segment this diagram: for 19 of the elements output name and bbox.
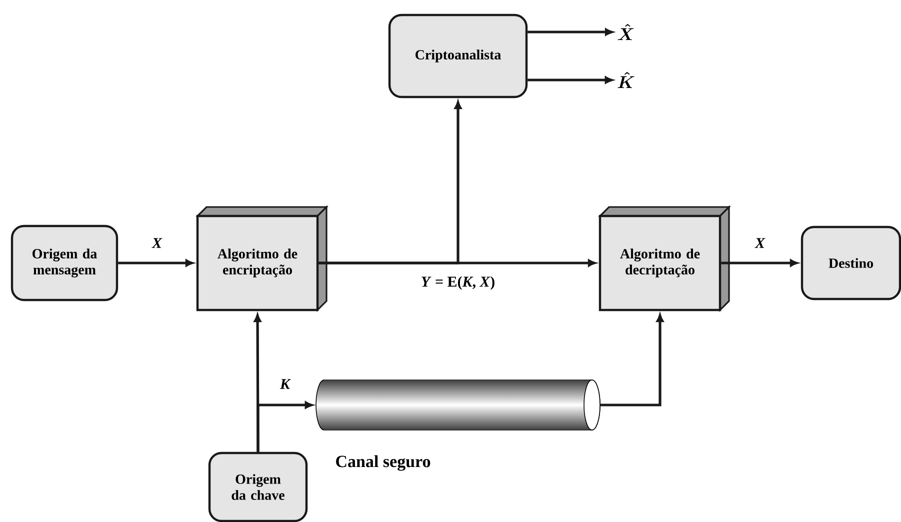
arrow [256,401,313,452]
edge-label: X [151,237,163,249]
edge-label: X [754,237,766,249]
arrow [118,259,194,267]
arrow [721,259,798,267]
process-box: Criptoanalista [388,14,528,98]
source-box: Origem da chave [208,452,308,522]
destination-box: Destino [800,226,901,300]
arrow [528,28,613,36]
arrow [318,101,462,264]
edge-label: K [279,378,291,390]
channel-cylinder [316,380,600,430]
edge-label: Y = E(K, X) [420,275,496,291]
channel-caption: Canal seguro [336,455,430,471]
source-box: Origem da mensagem [10,224,118,302]
output-symbol: $\hat{K}$ [618,72,634,88]
arrow [600,314,664,406]
output-symbol: $\hat{X}$ [618,24,634,40]
arrow [528,76,613,84]
